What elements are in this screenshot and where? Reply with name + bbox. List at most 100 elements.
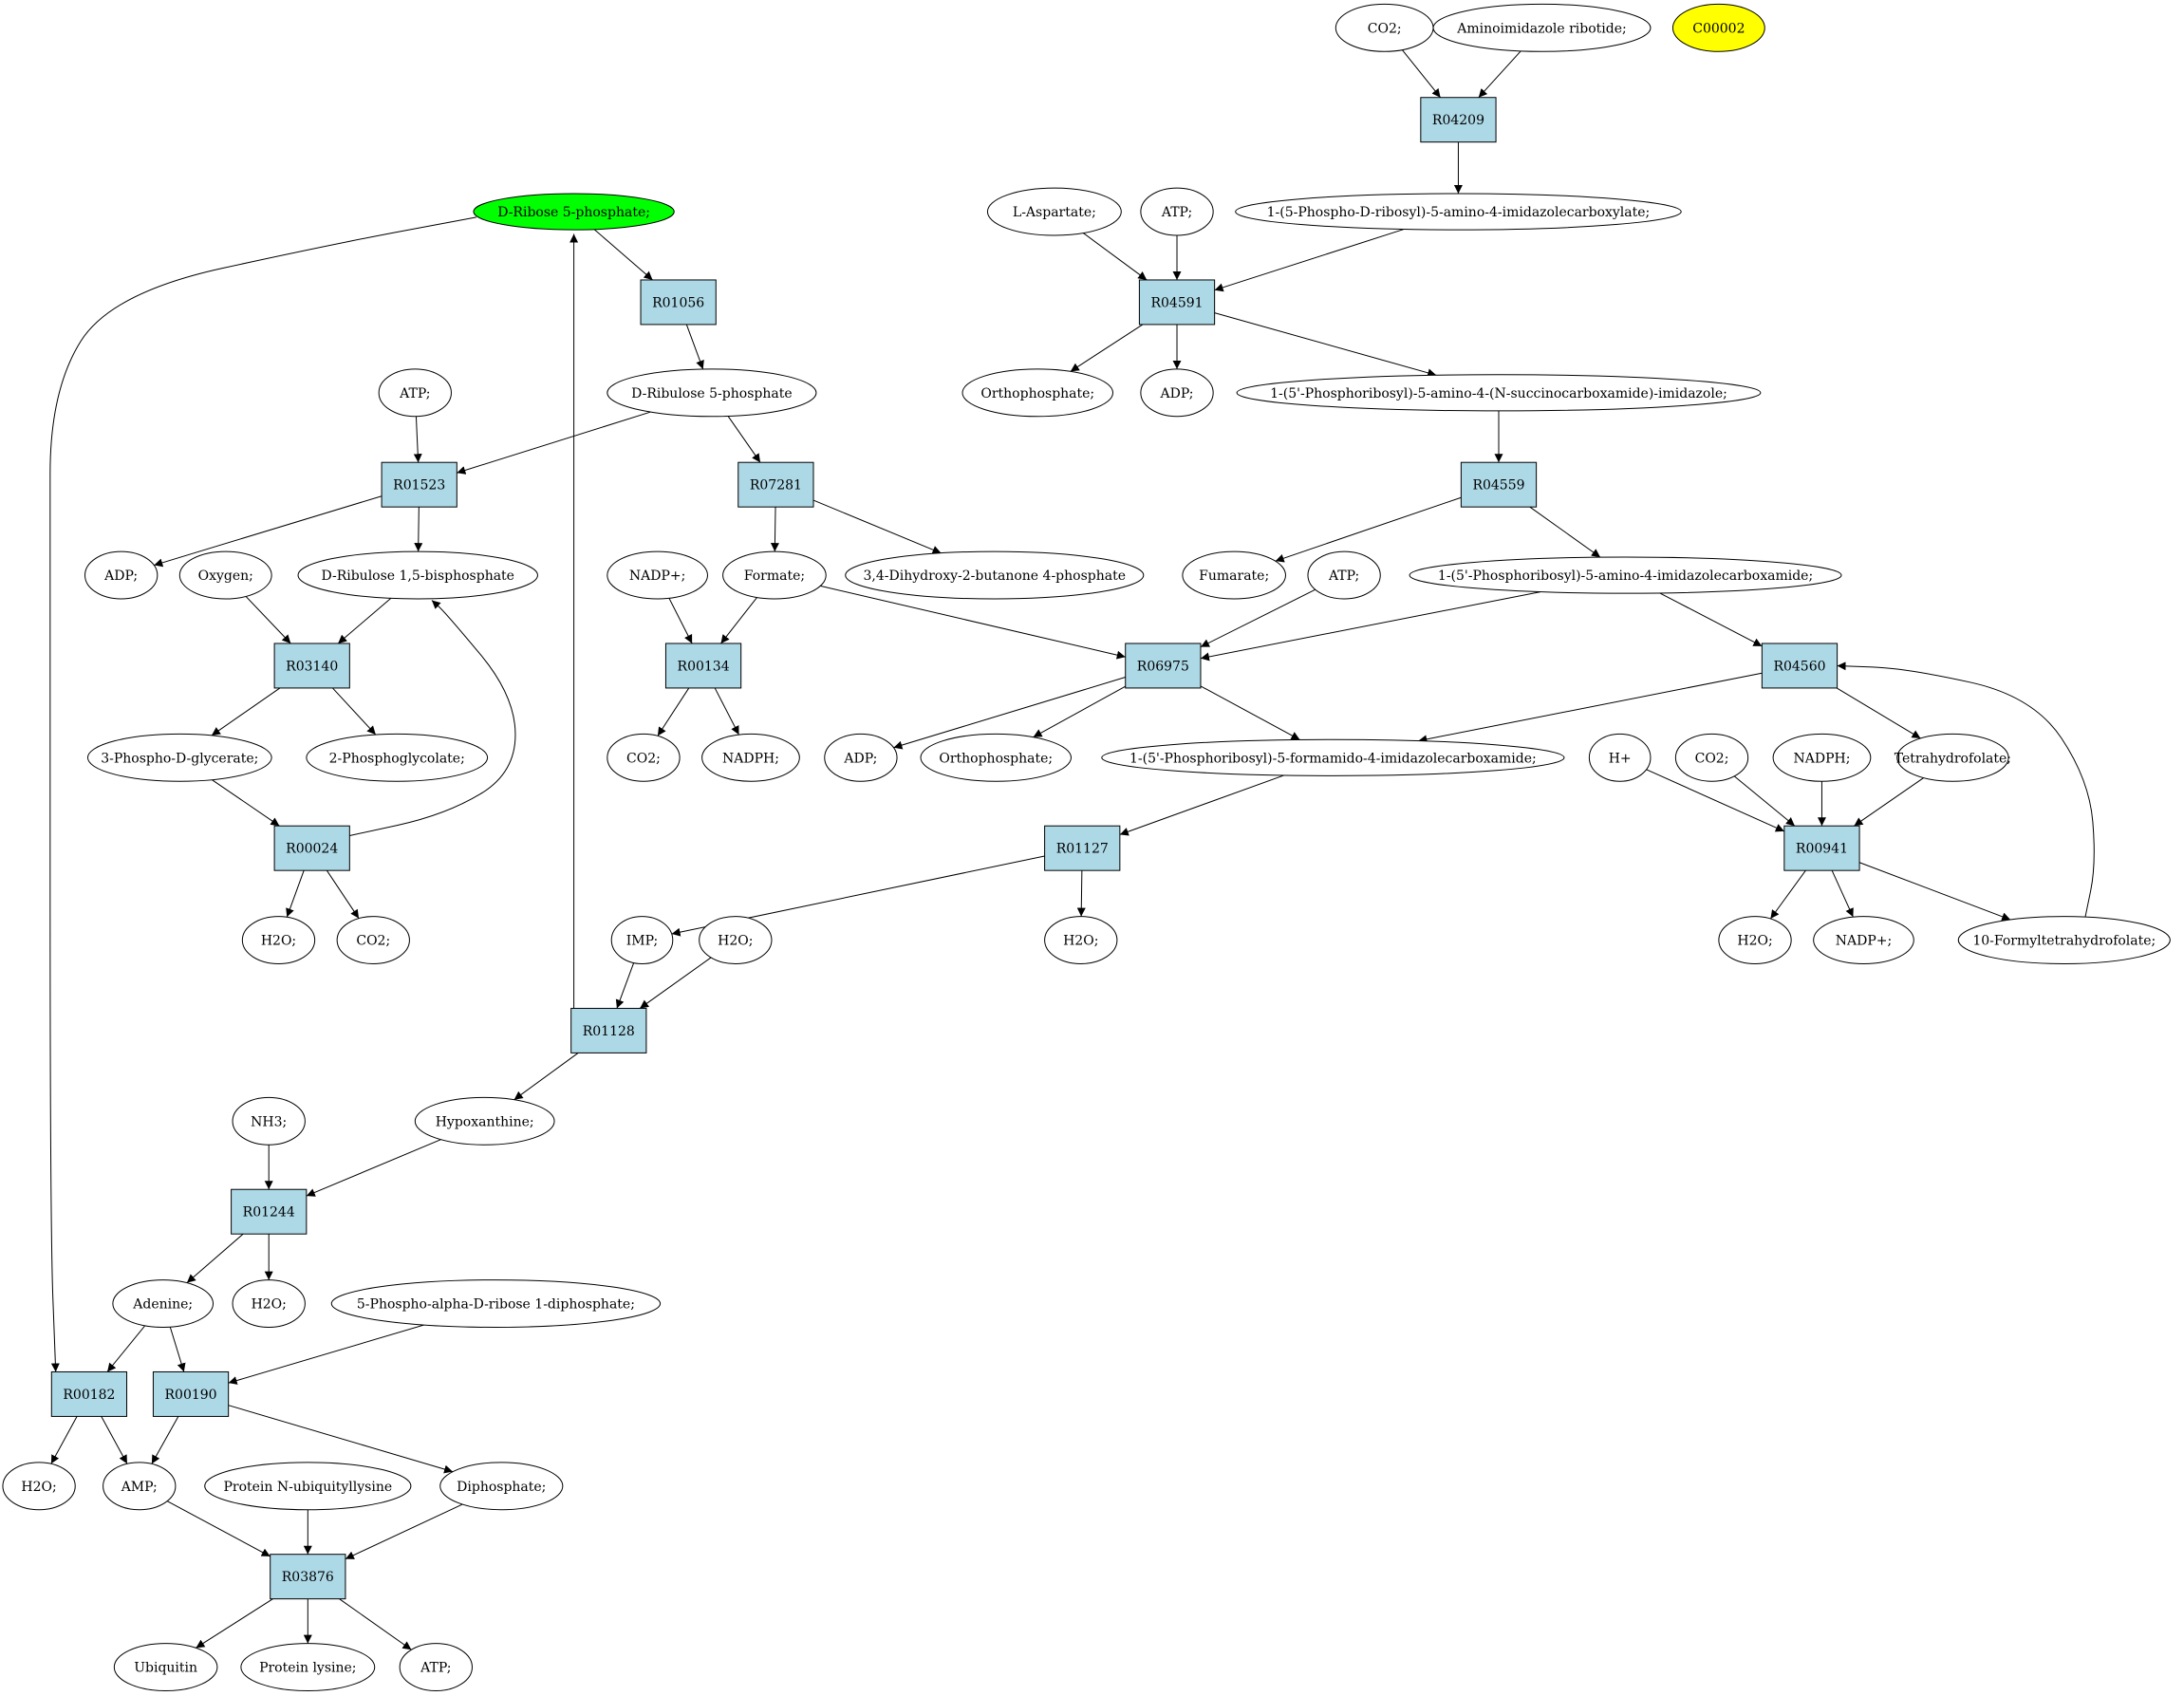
- compound-node-ubq[interactable]: Ubiquitin: [113, 1643, 218, 1692]
- reaction-node-R00941[interactable]: R00941: [1783, 825, 1860, 871]
- reaction-node-R03876[interactable]: R03876: [270, 1554, 346, 1600]
- node-label: ATP;: [399, 386, 430, 401]
- compound-node-h2o_a[interactable]: H2O;: [241, 916, 316, 964]
- node-label: R03140: [286, 659, 338, 674]
- compound-node-faicar[interactable]: 1-(5'-Phosphoribosyl)-5-formamido-4-imid…: [1101, 738, 1565, 776]
- edge-R00941-to-h2o_d: [1769, 869, 1806, 920]
- reaction-node-R01523[interactable]: R01523: [381, 461, 457, 508]
- compound-node-fthf[interactable]: 10-Formyltetrahydrofolate;: [1957, 916, 2171, 964]
- compound-node-prpp[interactable]: 5-Phospho-alpha-D-ribose 1-diphosphate;: [330, 1279, 662, 1329]
- compound-node-atp_a[interactable]: ATP;: [1140, 187, 1214, 236]
- compound-node-co2_b[interactable]: CO2;: [607, 733, 681, 782]
- compound-node-pnul[interactable]: Protein N-ubiquityllysine: [204, 1462, 412, 1511]
- compound-node-co2_c[interactable]: CO2;: [1674, 733, 1749, 782]
- compound-node-nh3[interactable]: NH3;: [232, 1096, 306, 1146]
- compound-node-adp_b[interactable]: ADP;: [84, 550, 159, 600]
- compound-ellipse: [1101, 738, 1565, 776]
- edge-fthf-to-R04560: [1837, 662, 2095, 919]
- node-label: AMP;: [121, 1480, 158, 1495]
- compound-node-adp_c[interactable]: ADP;: [824, 733, 898, 782]
- compound-node-adenine[interactable]: Adenine;: [112, 1279, 215, 1329]
- reaction-node-R03140[interactable]: R03140: [273, 643, 350, 689]
- edge-prpp-to-R00190: [228, 1324, 424, 1385]
- compound-node-nadp_a[interactable]: NADP+;: [607, 550, 708, 600]
- compound-node-h2o_e[interactable]: H2O;: [232, 1279, 306, 1329]
- node-label: H2O;: [252, 1297, 287, 1313]
- reaction-box: [273, 825, 350, 871]
- compound-ellipse: [986, 187, 1122, 236]
- compound-node-amp[interactable]: AMP;: [103, 1462, 177, 1511]
- edge-R04559-to-fum: [1275, 496, 1462, 563]
- reaction-node-R01128[interactable]: R01128: [570, 1007, 647, 1053]
- compound-node-ortho_b[interactable]: Orthophosphate;: [920, 733, 1072, 782]
- compound-node-rubp[interactable]: D-Ribulose 1,5-bisphosphate: [297, 550, 538, 600]
- compound-node-ru5p[interactable]: D-Ribulose 5-phosphate: [607, 368, 817, 418]
- compound-node-imp[interactable]: IMP;: [610, 916, 674, 964]
- compound-node-plys[interactable]: Protein lysine;: [240, 1643, 376, 1692]
- compound-ellipse: [112, 1279, 215, 1329]
- reaction-node-R04559[interactable]: R04559: [1460, 461, 1538, 508]
- compound-node-atp_d[interactable]: ATP;: [399, 1643, 473, 1692]
- compound-node-nadph_b[interactable]: NADPH;: [1772, 733, 1872, 782]
- compound-node-lasp[interactable]: L-Aspartate;: [986, 187, 1122, 236]
- compound-node-atp_c[interactable]: ATP;: [378, 368, 452, 418]
- compound-node-hplus[interactable]: H+: [1588, 733, 1652, 782]
- compound-node-co2_d[interactable]: CO2;: [336, 916, 410, 964]
- compound-node-atp_b[interactable]: ATP;: [1307, 550, 1381, 600]
- edge-air-to-R04209: [1478, 50, 1521, 99]
- compound-node-co2_a[interactable]: CO2;: [1335, 3, 1434, 52]
- edge-R03876-to-ubq: [196, 1598, 273, 1649]
- edge-R01127-to-h2o_c: [1076, 870, 1086, 917]
- edge-R00941-to-nadp_b: [1831, 869, 1854, 918]
- compound-node-caic[interactable]: 1-(5-Phospho-D-ribosyl)-5-amino-4-imidaz…: [1235, 193, 1682, 231]
- compound-node-pglyc[interactable]: 2-Phosphoglycolate;: [306, 733, 489, 782]
- node-label: 5-Phospho-alpha-D-ribose 1-diphosphate;: [357, 1297, 635, 1313]
- node-label: Hypoxanthine;: [436, 1114, 534, 1129]
- compound-node-pga[interactable]: 3-Phospho-D-glycerate;: [86, 733, 272, 782]
- reaction-node-R04560[interactable]: R04560: [1761, 643, 1839, 689]
- edge-R00134-to-nadph_a: [714, 687, 739, 736]
- compound-ellipse: [399, 1643, 473, 1692]
- compound-node-ortho_a[interactable]: Orthophosphate;: [961, 368, 1114, 418]
- reaction-node-R01127[interactable]: R01127: [1044, 825, 1121, 871]
- node-label: CO2;: [626, 751, 661, 766]
- compound-node-adp_a[interactable]: ADP;: [1140, 368, 1214, 418]
- node-label: C00002: [1692, 21, 1745, 36]
- compound-ellipse: [439, 1462, 564, 1511]
- edge-R06975-to-faicar: [1200, 685, 1300, 740]
- edge-R00182-to-h2o_f: [50, 1416, 78, 1464]
- compound-node-air[interactable]: Aminoimidazole ribotide;: [1432, 3, 1652, 52]
- reaction-node-R01244[interactable]: R01244: [231, 1188, 308, 1235]
- compound-node-h2o_c[interactable]: H2O;: [1044, 916, 1118, 964]
- reaction-node-R00182[interactable]: R00182: [50, 1370, 128, 1417]
- compound-node-nadph_a[interactable]: NADPH;: [701, 733, 800, 782]
- compound-node-thf[interactable]: Tetrahydrofolate;: [1895, 733, 2011, 782]
- reaction-node-R04591[interactable]: R04591: [1138, 279, 1216, 326]
- compound-node-saicar[interactable]: 1-(5'-Phosphoribosyl)-5-amino-4-(N-succi…: [1236, 374, 1762, 412]
- edge-pga-to-R00024: [212, 779, 280, 827]
- compound-node-dhbp[interactable]: 3,4-Dihydroxy-2-butanone 4-phosphate: [845, 550, 1145, 600]
- reaction-node-R06975[interactable]: R06975: [1125, 643, 1202, 689]
- compound-node-ppi[interactable]: Diphosphate;: [439, 1462, 564, 1511]
- reaction-node-R07281[interactable]: R07281: [737, 461, 814, 508]
- compound-node-fum[interactable]: Fumarate;: [1182, 550, 1286, 600]
- reaction-node-R00024[interactable]: R00024: [273, 825, 350, 871]
- compound-node-aicar[interactable]: 1-(5'-Phosphoribosyl)-5-amino-4-imidazol…: [1409, 556, 1842, 594]
- compound-node-h2o_d[interactable]: H2O;: [1718, 916, 1792, 964]
- compound-ellipse: [1674, 733, 1749, 782]
- compound-node-c00002[interactable]: C00002: [1671, 3, 1765, 52]
- reaction-node-R01056[interactable]: R01056: [640, 279, 717, 326]
- reaction-node-R00134[interactable]: R00134: [664, 643, 742, 689]
- reaction-node-R00190[interactable]: R00190: [152, 1370, 230, 1417]
- edge-atp_b-to-R06975: [1200, 588, 1316, 648]
- compound-node-oxy[interactable]: Oxygen;: [178, 550, 272, 600]
- compound-node-formate[interactable]: Formate;: [722, 550, 827, 600]
- node-label: R04209: [1432, 113, 1484, 128]
- reaction-node-R04209[interactable]: R04209: [1420, 97, 1497, 143]
- compound-node-nadp_b[interactable]: NADP+;: [1813, 916, 1914, 964]
- compound-node-h2o_b[interactable]: H2O;: [699, 916, 773, 964]
- compound-node-rib5p[interactable]: D-Ribose 5-phosphate;: [473, 193, 675, 231]
- compound-node-h2o_f[interactable]: H2O;: [2, 1462, 76, 1511]
- compound-node-hypox[interactable]: Hypoxanthine;: [414, 1096, 555, 1146]
